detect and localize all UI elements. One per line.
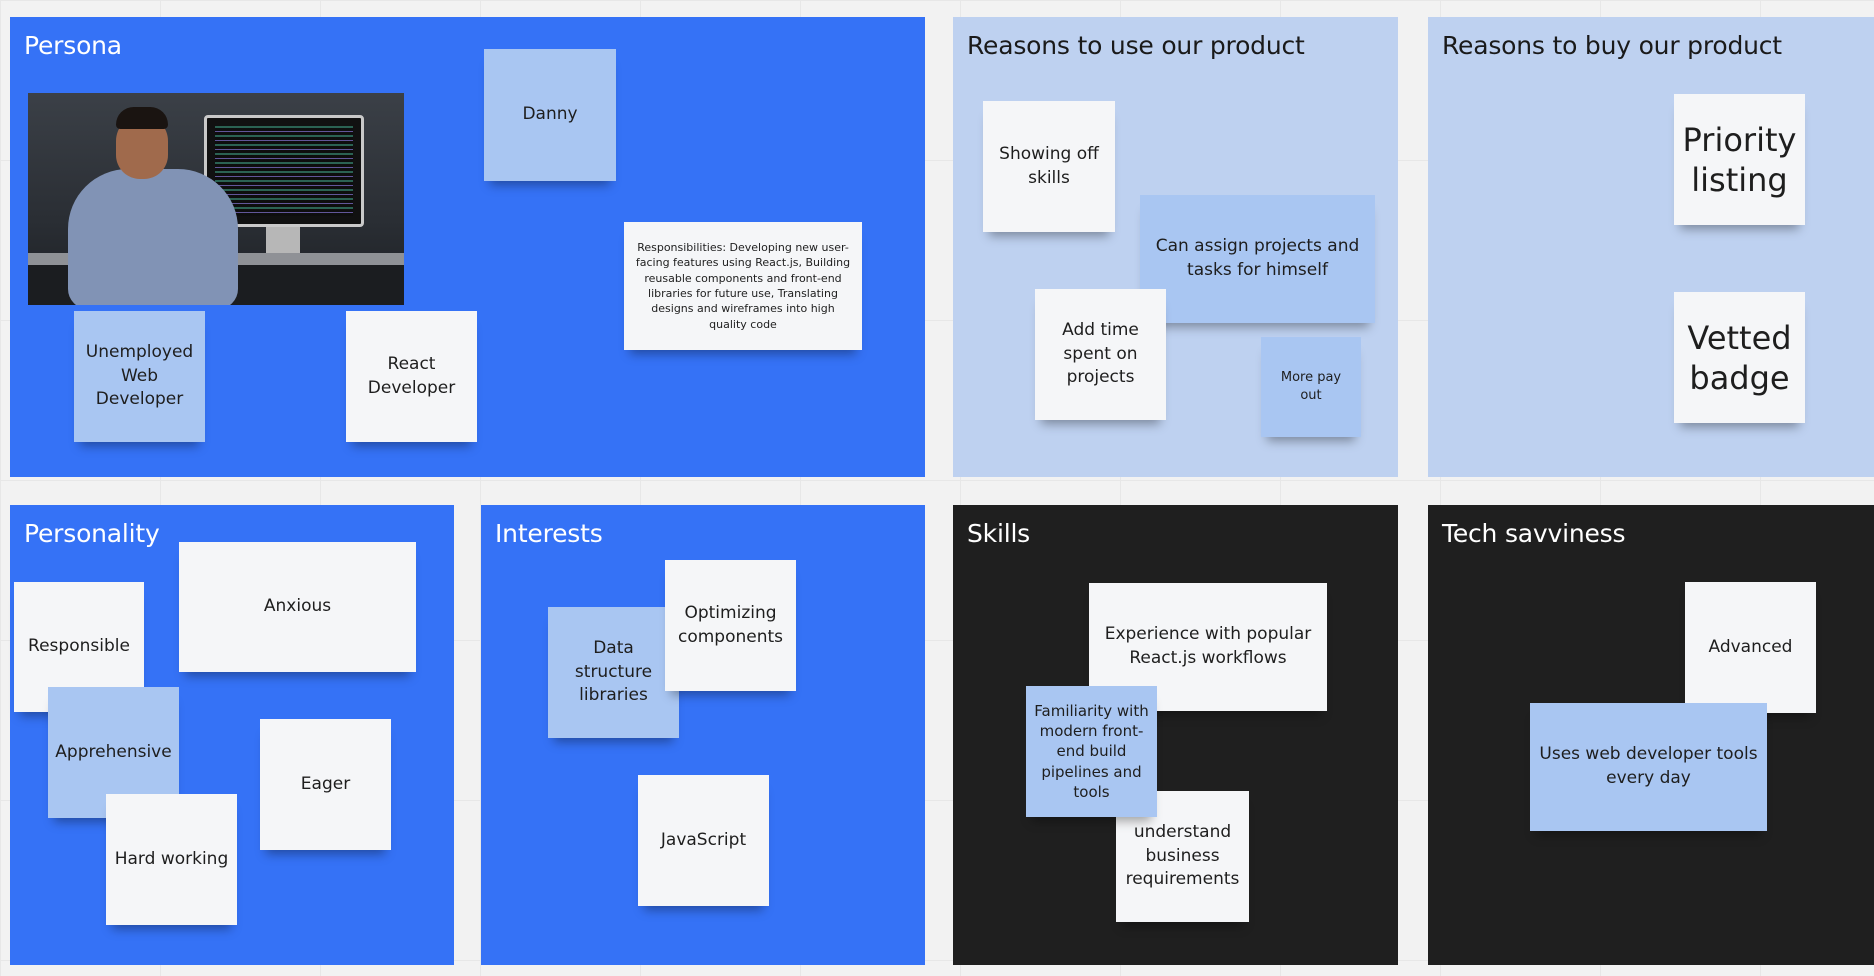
persona-photo[interactable] (28, 93, 404, 305)
sticky-danny[interactable]: Danny (484, 49, 616, 181)
frame-reasons-to-use[interactable]: Reasons to use our product Showing off s… (953, 17, 1398, 477)
frame-interests[interactable]: Interests Data structure libraries Optim… (481, 505, 925, 965)
frame-title: Reasons to buy our product (1442, 31, 1782, 60)
sticky-hard-working[interactable]: Hard working (106, 794, 237, 925)
frame-title: Persona (24, 31, 122, 60)
sticky-javascript[interactable]: JavaScript (638, 775, 769, 906)
sticky-priority-listing[interactable]: Priority listing (1674, 94, 1805, 225)
sticky-uses-web-developer-tools[interactable]: Uses web developer tools every day (1530, 703, 1767, 831)
sticky-anxious[interactable]: Anxious (179, 542, 416, 672)
frame-title: Tech savviness (1442, 519, 1626, 548)
sticky-unemployed-web-developer[interactable]: Unemployed Web Developer (74, 311, 205, 442)
frame-personality[interactable]: Personality Responsible Anxious Apprehen… (10, 505, 454, 965)
frame-title: Interests (495, 519, 603, 548)
frame-skills[interactable]: Skills Experience with popular React.js … (953, 505, 1398, 965)
sticky-more-pay-out[interactable]: More pay out (1261, 337, 1361, 437)
frame-reasons-to-buy[interactable]: Reasons to buy our product Priority list… (1428, 17, 1874, 477)
frame-title: Skills (967, 519, 1031, 548)
frame-title: Reasons to use our product (967, 31, 1305, 60)
frame-tech-savviness[interactable]: Tech savviness Advanced Uses web develop… (1428, 505, 1874, 965)
person-figure (68, 169, 238, 305)
sticky-add-time[interactable]: Add time spent on projects (1035, 289, 1166, 420)
sticky-react-developer[interactable]: React Developer (346, 311, 477, 442)
sticky-assign-projects[interactable]: Can assign projects and tasks for himsel… (1140, 195, 1375, 323)
sticky-showing-off-skills[interactable]: Showing off skills (983, 101, 1115, 232)
sticky-data-structure-libraries[interactable]: Data structure libraries (548, 607, 679, 738)
frame-persona[interactable]: Persona Danny Responsibilities: Developi… (10, 17, 925, 477)
sticky-responsibilities[interactable]: Responsibilities: Developing new user-fa… (624, 222, 862, 350)
sticky-advanced[interactable]: Advanced (1685, 582, 1816, 713)
sticky-eager[interactable]: Eager (260, 719, 391, 850)
sticky-familiarity-build-pipelines[interactable]: Familiarity with modern front-end build … (1026, 686, 1157, 817)
sticky-optimizing-components[interactable]: Optimizing components (665, 560, 796, 691)
sticky-vetted-badge[interactable]: Vetted badge (1674, 292, 1805, 423)
frame-title: Personality (24, 519, 160, 548)
